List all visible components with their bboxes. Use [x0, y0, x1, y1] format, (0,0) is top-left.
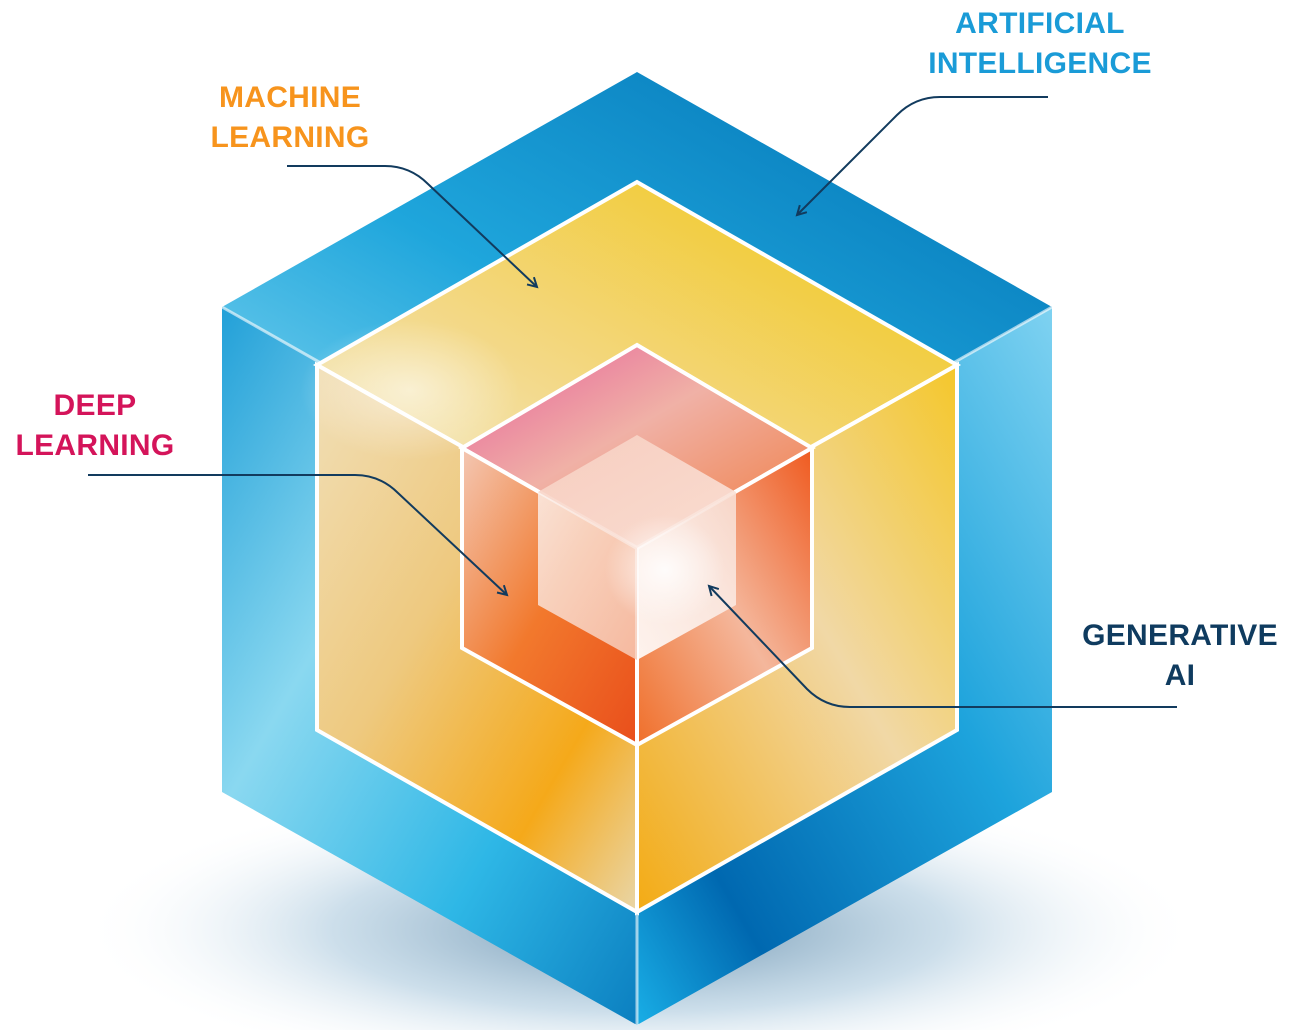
ml-pointer-arrow — [287, 165, 537, 287]
machine-learning-label-line2: LEARNING — [210, 121, 370, 154]
deep-learning-label: DEEP LEARNING — [0, 386, 190, 466]
generative-pointer-arrow — [709, 586, 1177, 708]
deep-learning-label-line1: DEEP — [53, 389, 137, 422]
deep-learning-label-line2: LEARNING — [15, 429, 175, 462]
core-glow — [605, 515, 725, 625]
artificial-intelligence-label-line1: ARTIFICIAL — [955, 7, 1125, 40]
pointer-arrows — [88, 96, 1177, 708]
machine-learning-label: MACHINE LEARNING — [150, 78, 430, 158]
artificial-intelligence-label: ARTIFICIAL INTELLIGENCE — [900, 4, 1180, 84]
machine-learning-label-line1: MACHINE — [218, 81, 362, 114]
artificial-intelligence-label-line2: INTELLIGENCE — [928, 47, 1152, 80]
generative-ai-label-line2: AI — [1164, 659, 1196, 692]
generative-ai-label: GENERATIVE AI — [1060, 616, 1300, 696]
middle-cube-highlight — [300, 320, 520, 460]
ai-pointer-arrow — [797, 96, 1048, 215]
generative-ai-label-line1: GENERATIVE — [1082, 619, 1278, 652]
core-cube-left-face — [538, 492, 637, 660]
core-cube — [538, 435, 736, 660]
dl-pointer-arrow — [88, 474, 507, 595]
